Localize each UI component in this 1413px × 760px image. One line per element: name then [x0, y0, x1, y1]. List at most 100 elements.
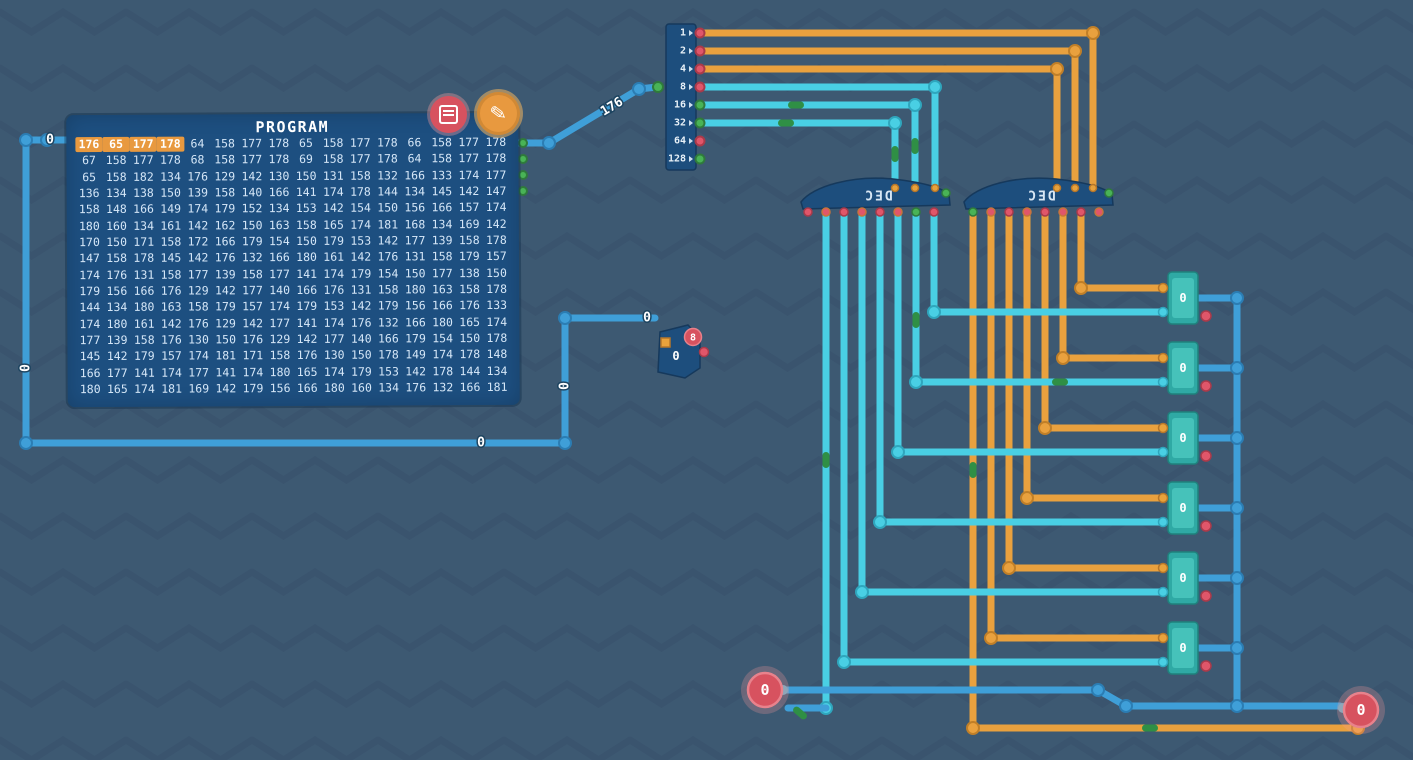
- program-cell[interactable]: 177: [323, 331, 345, 346]
- program-cell[interactable]: 154: [268, 233, 290, 249]
- program-cell[interactable]: 166: [404, 167, 426, 183]
- program-cell[interactable]: 133: [486, 298, 508, 313]
- program-cell[interactable]: 154: [377, 266, 399, 281]
- lever-left[interactable]: 0: [741, 666, 789, 714]
- register-select-pin[interactable]: [1157, 306, 1169, 318]
- program-cell[interactable]: 144: [79, 300, 101, 315]
- program-cell[interactable]: 161: [160, 218, 182, 233]
- program-cell[interactable]: 178: [432, 363, 454, 378]
- program-cell[interactable]: 177: [404, 233, 426, 248]
- byte-splitter-body[interactable]: [665, 23, 697, 171]
- register-output-pin[interactable]: [1200, 310, 1212, 322]
- program-cell[interactable]: 178: [486, 330, 508, 345]
- program-cell[interactable]: 145: [79, 349, 101, 364]
- program-cell[interactable]: 179: [133, 348, 155, 364]
- program-cell[interactable]: 177: [269, 315, 291, 330]
- program-cell[interactable]: 141: [295, 184, 317, 199]
- program-cell[interactable]: 156: [269, 380, 291, 396]
- program-cell[interactable]: 177: [458, 151, 480, 166]
- program-cell[interactable]: 156: [404, 200, 426, 215]
- register-output-pin[interactable]: [1200, 380, 1212, 392]
- program-cell[interactable]: 171: [242, 348, 264, 363]
- program-cell[interactable]: 130: [268, 168, 290, 183]
- program-cell[interactable]: 158: [105, 169, 127, 184]
- program-cell[interactable]: 180: [269, 364, 291, 379]
- program-cell[interactable]: 178: [268, 152, 290, 167]
- program-cell[interactable]: 179: [377, 298, 399, 313]
- program-cell[interactable]: 136: [78, 185, 100, 201]
- register-select-pin[interactable]: [1157, 586, 1169, 598]
- program-cell[interactable]: 158: [269, 348, 291, 363]
- program-cell[interactable]: 179: [350, 364, 372, 379]
- program-cell[interactable]: 158: [187, 299, 209, 314]
- program-cell[interactable]: 158: [214, 136, 236, 151]
- program-cell[interactable]: 141: [296, 315, 318, 330]
- program-cell[interactable]: 169: [458, 216, 480, 231]
- program-cell[interactable]: 64: [407, 151, 422, 166]
- program-cell[interactable]: 174: [486, 314, 508, 329]
- program-cell[interactable]: 158: [241, 266, 263, 281]
- program-cell[interactable]: 177: [242, 283, 263, 298]
- program-cell[interactable]: 132: [377, 315, 399, 330]
- program-cell[interactable]: 166: [296, 380, 318, 395]
- program-cell[interactable]: 178: [485, 134, 507, 149]
- program-cell[interactable]: 180: [78, 218, 100, 233]
- register-output-pin[interactable]: [1200, 660, 1212, 672]
- program-cell[interactable]: 172: [187, 234, 209, 249]
- program-cell[interactable]: 177: [349, 151, 371, 167]
- program-cell[interactable]: 180: [106, 316, 128, 331]
- program-cell[interactable]: 177: [132, 153, 154, 168]
- program-cell[interactable]: 149: [160, 201, 182, 217]
- program-cell[interactable]: 158: [431, 135, 452, 150]
- program-cell[interactable]: 178: [133, 251, 155, 266]
- register-output-pin[interactable]: [1200, 450, 1212, 462]
- program-cell[interactable]: 178: [486, 281, 508, 296]
- program-cell[interactable]: 174: [350, 217, 372, 232]
- lever-right[interactable]: 0: [1337, 686, 1385, 734]
- program-cell[interactable]: 176: [405, 380, 427, 395]
- program-cell[interactable]: 156: [106, 283, 128, 298]
- program-cell[interactable]: 158: [106, 251, 128, 266]
- program-cell[interactable]: 142: [350, 249, 372, 264]
- program-cell[interactable]: 158: [459, 281, 480, 297]
- program-cell[interactable]: 157: [242, 299, 263, 314]
- program-cell[interactable]: 166: [296, 282, 318, 297]
- program-cell[interactable]: 176: [160, 283, 182, 298]
- program-cell[interactable]: 174: [322, 184, 344, 199]
- program-cell[interactable]: 179: [350, 266, 372, 281]
- program-cell[interactable]: 174: [134, 381, 155, 396]
- register-select-pin[interactable]: [1157, 376, 1169, 388]
- register-input-pin[interactable]: [1157, 632, 1169, 644]
- program-cell[interactable]: 178: [156, 136, 184, 152]
- program-cell[interactable]: 158: [377, 282, 399, 297]
- program-cell[interactable]: 158: [133, 332, 155, 347]
- program-cell[interactable]: 130: [323, 347, 345, 363]
- program-cell[interactable]: 176: [187, 316, 209, 331]
- program-cell[interactable]: 158: [295, 217, 317, 232]
- program-cell[interactable]: 176: [296, 348, 318, 363]
- program-cell[interactable]: 157: [161, 348, 182, 363]
- program-cell[interactable]: 180: [323, 380, 345, 395]
- program-cell[interactable]: 174: [187, 201, 209, 216]
- program-cell[interactable]: 181: [215, 348, 237, 363]
- program-cell[interactable]: 158: [322, 152, 344, 167]
- register-input-pin[interactable]: [1157, 352, 1169, 364]
- program-cell[interactable]: 148: [486, 347, 508, 362]
- program-cell[interactable]: 177: [269, 266, 290, 281]
- program-cell[interactable]: 131: [350, 282, 372, 297]
- program-cell[interactable]: 150: [350, 347, 372, 362]
- program-cell[interactable]: 142: [241, 168, 263, 183]
- program-cell[interactable]: 177: [79, 332, 101, 348]
- program-cell[interactable]: 179: [241, 234, 263, 249]
- program-cell[interactable]: 153: [378, 364, 399, 379]
- counter-component[interactable]: 0 8: [657, 324, 710, 379]
- program-cell[interactable]: 176: [75, 136, 103, 153]
- program-cell[interactable]: 68: [190, 152, 205, 167]
- program-cell[interactable]: 176: [242, 332, 264, 347]
- program-output-pins[interactable]: [518, 138, 528, 196]
- program-cell[interactable]: 180: [133, 300, 155, 315]
- program-cell[interactable]: 171: [133, 234, 155, 249]
- register-select-pin[interactable]: [1157, 446, 1169, 458]
- lever-body[interactable]: [746, 671, 784, 709]
- register-input-pin[interactable]: [1157, 492, 1169, 504]
